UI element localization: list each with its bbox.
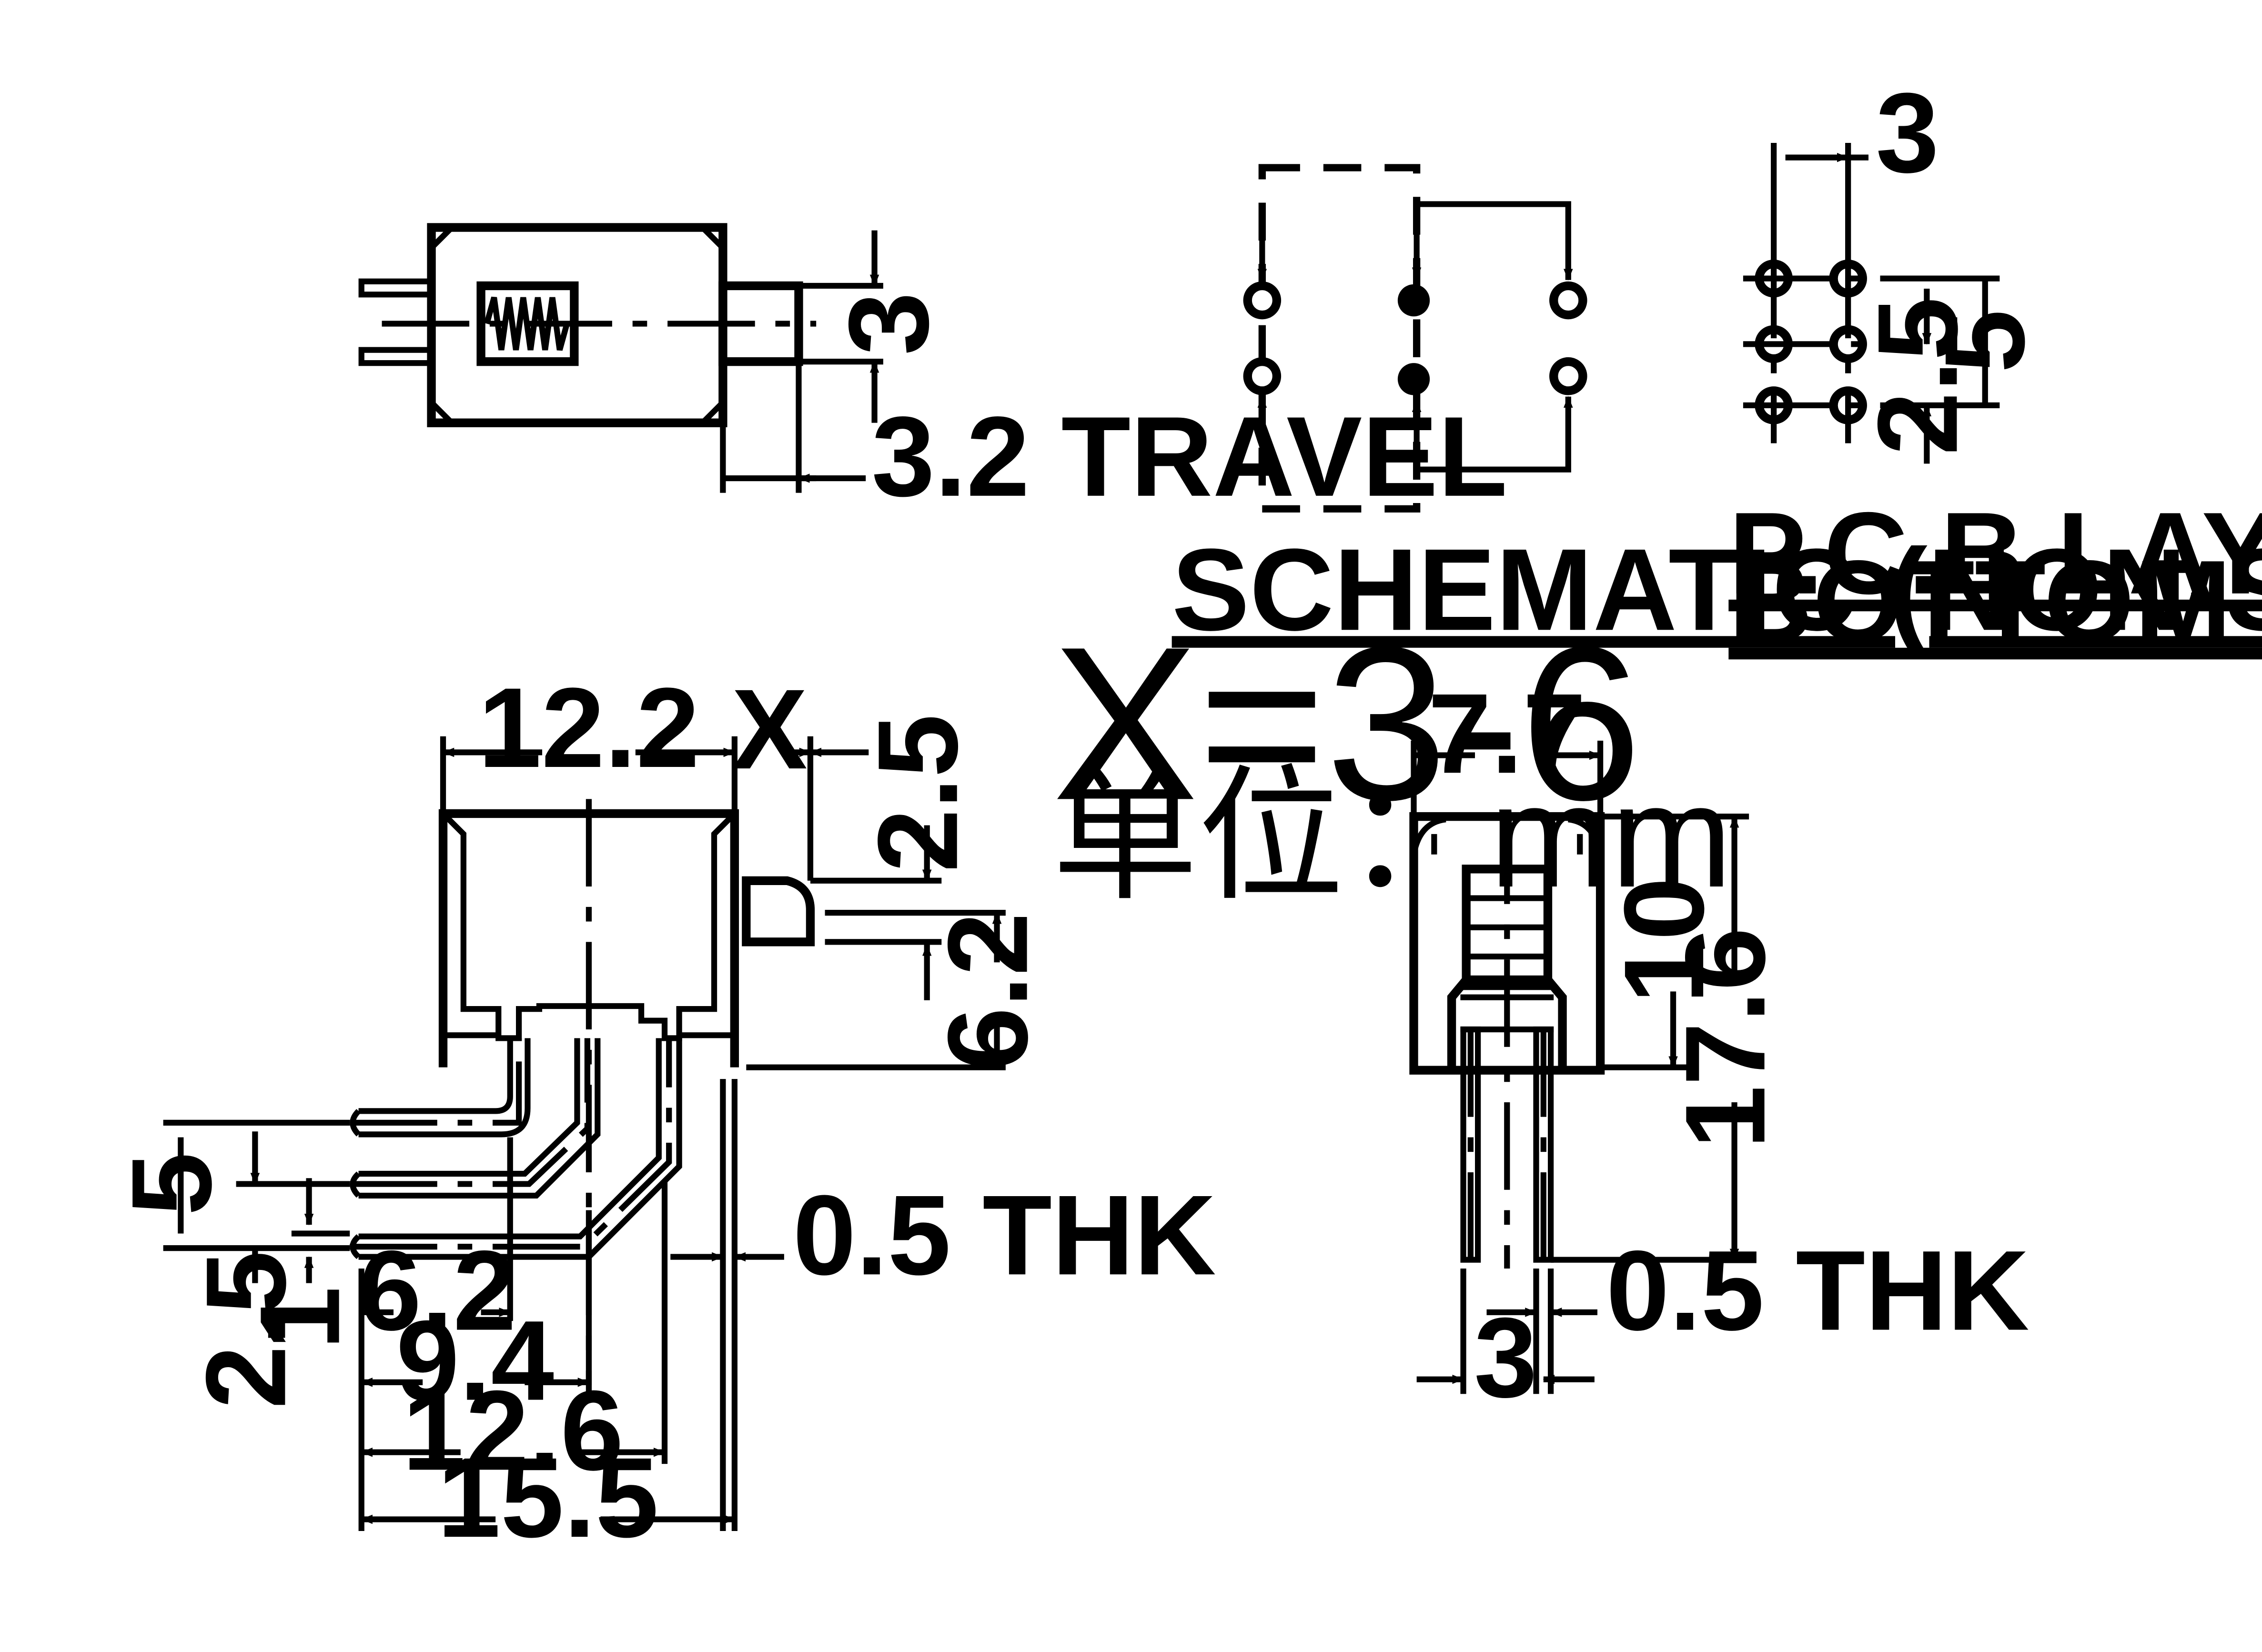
x-range-note: X=3-6	[1052, 601, 1642, 846]
travel-dimension: 3.2 TRAVEL	[720, 362, 1507, 520]
front-thickness-label: 0.5 THK	[1606, 1227, 2029, 1354]
pcb-col-pitch-label: 3	[1876, 69, 1939, 196]
schematic-open-terminal	[1243, 281, 1282, 320]
front-pin-dimensions: 0.5 THK 3	[1416, 1227, 2030, 1421]
lever-width-label: 2.5	[854, 714, 981, 872]
side-bent-pins	[350, 1038, 682, 1260]
pin-row-span-label: 5	[108, 1152, 235, 1216]
pin-pos-2-label: 9.4	[396, 1297, 554, 1424]
side-width-label: 12.2	[478, 664, 699, 791]
pin-pos-1-label: 6.2	[358, 1227, 516, 1354]
schematic-open-terminal	[1243, 357, 1282, 395]
front-pin-spacing-label: 3	[1474, 1294, 1537, 1421]
schematic: SCHEMATIC (NON-SHORTING)	[1172, 164, 2262, 655]
side-lever	[742, 876, 815, 947]
pin-position-dimensions: 6.2 9.4 12.6 15.5	[358, 1137, 736, 1561]
x-dimension: X	[732, 665, 869, 881]
front-total-height-label: 17.6	[1662, 927, 1789, 1149]
front-body-height-label: 10	[1600, 877, 1727, 1004]
side-thickness-dimension: 0.5 THK	[670, 1079, 1216, 1531]
schematic-caption: SCHEMATIC (NON-SHORTING)	[1172, 524, 2262, 655]
x-label: X	[732, 665, 808, 793]
schematic-open-terminal	[1549, 281, 1587, 320]
body-corner-chamfers	[429, 225, 725, 425]
front-width-dimension: 7.7	[1411, 670, 1604, 817]
side-thickness-label: 0.5 THK	[793, 1171, 1216, 1299]
front-width-label: 7.7	[1428, 670, 1586, 797]
schematic-open-terminal	[1549, 357, 1587, 395]
pin-pos-3-label: 12.6	[403, 1367, 624, 1494]
front-height-dimensions: 10 17.6	[1551, 813, 1789, 1263]
schematic-common-terminal	[1397, 363, 1430, 395]
pcb-caption-line1: P.C.B LAYOUT	[1728, 488, 2262, 618]
schematic-dashed-box	[1258, 164, 1421, 513]
top-view: 3 3.2 TRAVEL	[358, 223, 1507, 520]
pcb-hole-grid	[1743, 251, 1880, 443]
pcb-caption-line2: BOTTOM VIEW	[1728, 536, 2262, 666]
schematic-contact-arrows	[1257, 201, 1573, 473]
front-corner-details	[1411, 816, 1604, 855]
lever-dimensions: 2.5 6.2	[746, 714, 1051, 1070]
pcb-total-rows-label: 5	[1921, 310, 2048, 373]
front-view: 7.7 10 17.6 0.5 THK 3	[1409, 670, 2030, 1421]
side-pins	[358, 278, 434, 366]
travel-label: 3.2 TRAVEL	[871, 393, 1507, 520]
pin-row-dimensions: 5 2.5 1	[108, 1119, 364, 1409]
pcb-layout: 3 2.5 5 P.C.B LAYOUT BOTTOM VIEW	[1728, 69, 2262, 666]
unit-note: 单位：mm	[1052, 755, 1732, 917]
pcb-col-pitch-dimension: 3	[1771, 69, 1939, 251]
pin-offset-label: 2.5	[182, 1251, 309, 1409]
front-pins	[1460, 1026, 1554, 1263]
pin-thickness-offset-label: 1	[236, 1287, 364, 1350]
actuator-slider	[718, 281, 803, 366]
lever-height-label: 6.2	[924, 912, 1051, 1070]
pcb-row-pitch-label: 2.5	[1854, 297, 1981, 455]
top-pin-spacing-label: 3	[825, 292, 952, 355]
pcb-row-pitch-dimension: 2.5 5	[1854, 275, 2048, 464]
schematic-common-terminal	[1397, 284, 1430, 317]
side-view: 12.2 X X=3-6 单位：mm 2.5 6.2	[108, 601, 1732, 1561]
side-width-dimension: 12.2	[440, 664, 737, 817]
total-length-label: 15.5	[437, 1434, 658, 1561]
top-pin-spacing-dimension: 3	[801, 230, 952, 423]
